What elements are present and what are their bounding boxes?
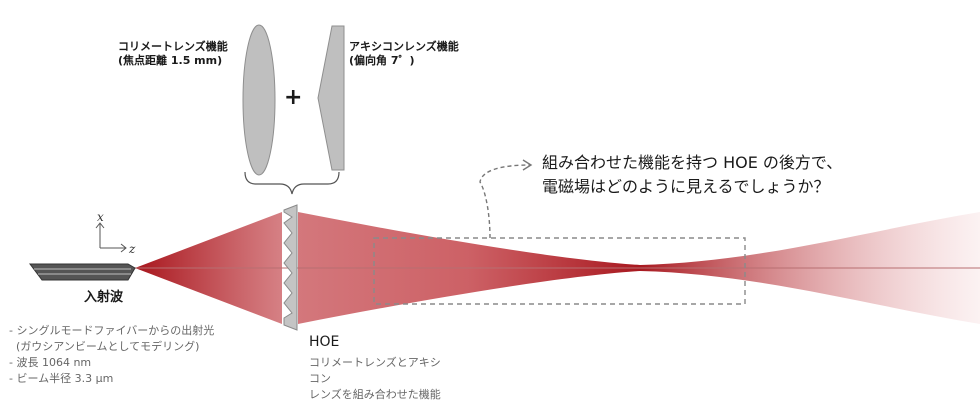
hoe-title: HOE	[309, 334, 340, 350]
hoe-notes: コリメートレンズとアキシ コン レンズを組み合わせた機能	[309, 355, 441, 403]
axicon-label: アキシコンレンズ機能 (偏向角 7゜)	[349, 40, 459, 67]
hoe-note: コリメートレンズとアキシ	[309, 356, 441, 369]
hoe-note: レンズを組み合わせた機能	[309, 388, 441, 401]
plus-sign: +	[284, 85, 303, 110]
collimator-label: コリメートレンズ機能 (焦点距離 1.5 mm)	[118, 40, 228, 67]
hoe-note: コン	[309, 372, 331, 385]
brace	[244, 171, 340, 195]
incident-note: - 波長 1064 nm	[9, 356, 92, 369]
incident-note: (ガウシアンビームとしてモデリング)	[9, 340, 200, 353]
question-text: 組み合わせた機能を持つ HOE の後方で、 電磁場はどのように見えるでしょうか？	[542, 153, 843, 196]
incident-note: - ビーム半径 3.3 μm	[9, 372, 114, 385]
callout-arrow	[479, 164, 531, 239]
collimator-lens	[242, 24, 276, 176]
x-axis-label: x	[97, 210, 104, 224]
axicon-lens	[317, 25, 345, 171]
incident-title: 入射波	[84, 290, 124, 305]
region-box	[373, 237, 746, 305]
fiber	[29, 263, 136, 281]
incident-notes: - シングルモードファイバーからの出射光 (ガウシアンビームとしてモデリング) …	[9, 323, 214, 387]
z-axis-label: z	[128, 242, 136, 256]
hoe-element	[283, 204, 298, 331]
incident-note: - シングルモードファイバーからの出射光	[9, 324, 215, 337]
axes-indicator	[95, 222, 127, 253]
